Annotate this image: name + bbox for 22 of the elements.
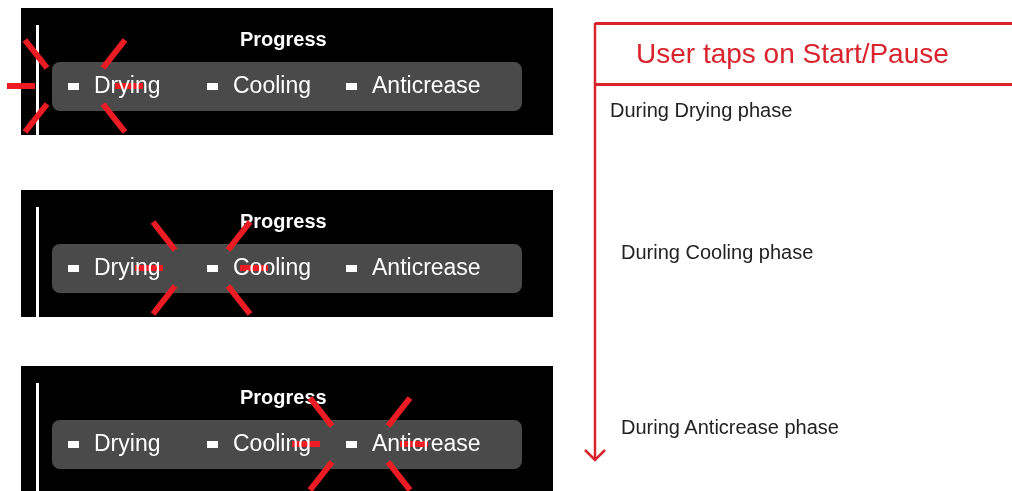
step-label: Drying (94, 256, 161, 279)
step-label: Cooling (233, 432, 311, 455)
phase-note: During Cooling phase (621, 240, 814, 265)
event-title: User taps on Start/Pause (636, 40, 949, 68)
step-label: Cooling (233, 256, 311, 279)
step-label: Anticrease (372, 256, 481, 279)
step-label: Cooling (233, 74, 311, 97)
progress-bar (52, 244, 522, 293)
step-label: Anticrease (372, 74, 481, 97)
screen-heading: Progress (240, 29, 327, 49)
step-label: Drying (94, 74, 161, 97)
display-screen (21, 190, 553, 317)
display-screen (21, 366, 553, 491)
progress-bar (52, 420, 522, 469)
step-label: Drying (94, 432, 161, 455)
phase-note: During Anticrease phase (621, 415, 839, 440)
progress-bar (52, 62, 522, 111)
step-label: Anticrease (372, 432, 481, 455)
screen-heading: Progress (240, 211, 327, 231)
screen-heading: Progress (240, 387, 327, 407)
event-header (595, 22, 1012, 86)
phase-note: During Drying phase (610, 98, 793, 123)
